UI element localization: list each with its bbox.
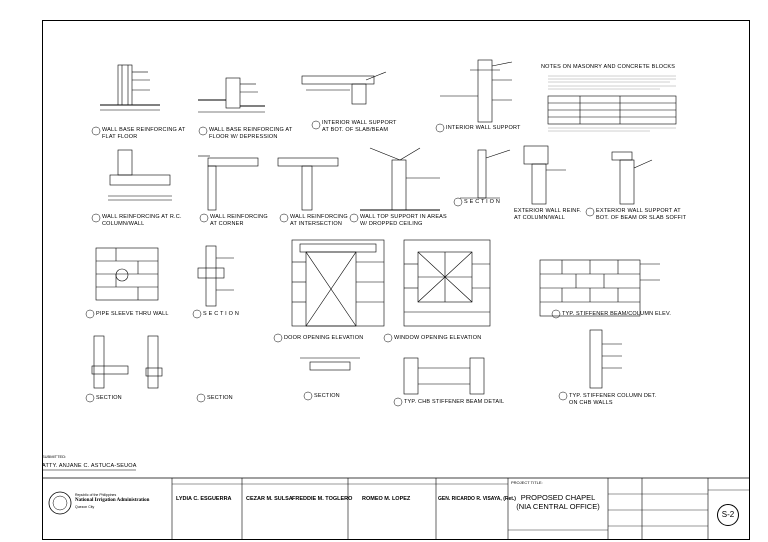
detail-1-label2: FLAT FLOOR — [102, 134, 138, 140]
detail-13-label: DOOR OPENING ELEVATION — [284, 335, 364, 341]
detail-11-label: PIPE SLEEVE THRU WALL — [96, 311, 169, 317]
detail-14-label: WINDOW OPENING ELEVATION — [394, 335, 482, 341]
detail-10b-label2: AT COLUMN/WALL — [514, 215, 565, 221]
detail-number-circles — [85, 120, 595, 407]
detail-14-drawing — [403, 239, 491, 327]
detail-10-label2: BOT. OF BEAM OR SLAB SOFFIT — [596, 215, 687, 221]
detail-8-drawing — [360, 147, 440, 211]
detail-20-label2: ON CHB WALLS — [569, 400, 613, 406]
detail-5-label2: COLUMN/WALL — [102, 221, 145, 227]
detail-4-drawing — [440, 59, 513, 123]
submitted-name: ATTY. ANJANE C. ASTUCA-SEUOA — [42, 463, 137, 469]
submitted-label: SUBMITTED: — [42, 454, 67, 459]
detail-8-label2: W/ DROPPED CEILING — [360, 221, 423, 227]
project-line2: (NIA CENTRAL OFFICE) — [516, 502, 600, 511]
detail-7-label: WALL REINFORCING — [290, 214, 348, 220]
detail-16-drawing — [91, 335, 129, 389]
titleblock-name-1: LYDIA C. ESGUERRA — [176, 496, 232, 502]
detail-13-drawing — [291, 239, 385, 327]
detail-2-label2: FLOOR W/ DEPRESSION — [209, 134, 278, 140]
detail-18-label: SECTION — [314, 393, 340, 399]
notes-table — [547, 95, 677, 125]
sheet-number-circle: S-2 — [717, 504, 739, 526]
detail-9-drawing — [460, 149, 511, 199]
detail-10-drawing — [611, 151, 653, 205]
titleblock-name-4: ROMEO M. LOPEZ — [362, 496, 411, 502]
project-label: PROJECT TITLE: — [511, 480, 543, 485]
detail-11-drawing — [95, 247, 159, 301]
detail-5-drawing — [108, 149, 172, 201]
detail-3-label2: AT BOT. OF SLAB/BEAM — [322, 127, 389, 133]
detail-17-label: SECTION — [207, 395, 233, 401]
agency-line3: Quezon City — [75, 505, 95, 509]
detail-16-label: SECTION — [96, 395, 122, 401]
notes-text-lines — [548, 75, 676, 132]
detail-15-drawing — [539, 259, 660, 317]
agency-line1: Republic of the Philippines — [75, 493, 117, 497]
detail-10b-label: EXTERIOR WALL REINF. — [514, 208, 582, 214]
detail-6-label2: AT CORNER — [210, 221, 244, 227]
detail-2-drawing — [198, 77, 265, 113]
detail-1-drawing — [100, 64, 160, 111]
titleblock-name-5: GEN. RICARDO R. VISAYA, (Ret.) — [438, 496, 516, 502]
detail-10-label: EXTERIOR WALL SUPPORT AT — [596, 208, 681, 214]
detail-12-drawing — [197, 245, 234, 307]
detail-18-drawing — [300, 357, 360, 371]
titleblock-name-3: FREDDIE M. TOGLERO — [292, 496, 353, 502]
detail-2-label: WALL BASE REINFORCING AT — [209, 127, 293, 133]
drawing-sheet — [42, 20, 750, 540]
detail-1-label: WALL BASE REINFORCING AT — [102, 127, 186, 133]
detail-19-label: TYP. CHB STIFFENER BEAM DETAIL — [404, 399, 505, 405]
detail-19-drawing — [403, 357, 485, 395]
detail-4-label: INTERIOR WALL SUPPORT — [446, 125, 521, 131]
detail-6-drawing — [198, 155, 259, 211]
notes-title: NOTES ON MASONRY AND CONCRETE BLOCKS — [541, 64, 676, 70]
detail-17-drawing — [145, 335, 163, 389]
sheet-number: S-2 — [721, 510, 735, 519]
detail-6-label: WALL REINFORCING — [210, 214, 268, 220]
detail-20-drawing — [589, 329, 622, 389]
detail-12-label: S E C T I O N — [203, 311, 240, 317]
detail-15-label: TYP. STIFFENER BEAM/COLUMN ELEV. — [562, 311, 672, 317]
detail-10b-drawing — [523, 145, 566, 205]
detail-5-label: WALL REINFORCING AT R.C. — [102, 214, 182, 220]
title-block-frame — [42, 477, 750, 540]
detail-3-label: INTERIOR WALL SUPPORT — [322, 120, 397, 126]
detail-20-label: TYP. STIFFENER COLUMN DET. — [569, 393, 657, 399]
detail-3-drawing — [301, 71, 387, 105]
agency-name: National Irrigation Administration — [75, 498, 150, 503]
detail-9-label: S E C T I O N — [464, 199, 501, 205]
detail-7-drawing — [277, 157, 339, 211]
titleblock-name-2: CEZAR M. SULSA — [246, 496, 293, 502]
detail-7-label2: AT INTERSECTION — [290, 221, 342, 227]
detail-8-label: WALL TOP SUPPORT IN AREAS — [360, 214, 447, 220]
project-line1: PROPOSED CHAPEL — [520, 493, 596, 502]
